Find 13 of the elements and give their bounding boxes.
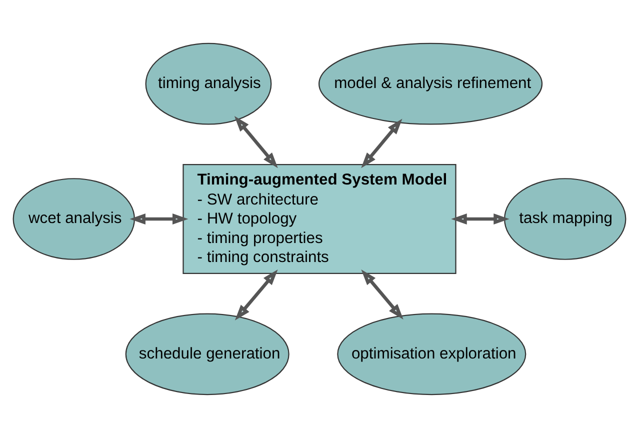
node-ellipse: schedule generation (125, 313, 290, 396)
node-ellipse: task mapping (504, 178, 626, 260)
arrow (234, 270, 278, 320)
arrow (451, 213, 510, 225)
arrow (361, 118, 402, 168)
arrow (234, 116, 278, 168)
node-ellipse: timing analysis (145, 42, 272, 125)
arrow (130, 213, 188, 225)
arrow (361, 270, 404, 320)
node-box: Timing-augmented System Model - SW architecture - HW topology - timing properties - timing constraints (182, 164, 456, 274)
node-ellipse: optimisation exploration (337, 313, 526, 396)
node-ellipse: model & analysis refinement (318, 42, 543, 125)
node-ellipse: wcet analysis (12, 178, 136, 260)
